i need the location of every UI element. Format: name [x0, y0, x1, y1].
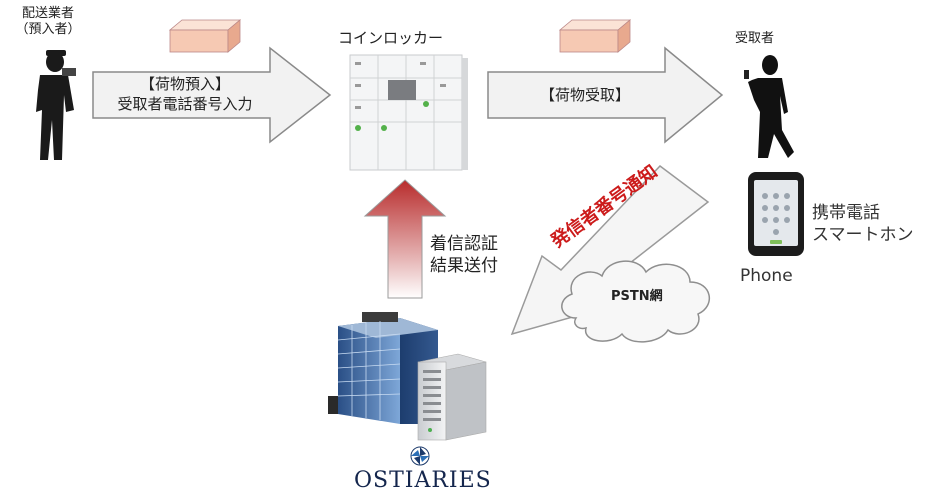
receive-arrow-label: 【荷物受取】 — [540, 86, 631, 104]
phone-line2: スマートホン — [812, 225, 914, 245]
notify-arrow — [510, 164, 710, 336]
delivery-person-icon — [36, 50, 76, 160]
auth-line1: 着信認証 — [430, 234, 498, 254]
coin-locker-icon — [349, 54, 468, 171]
package-icon-receive — [558, 19, 632, 53]
sender-title: 配送業者 — [21, 6, 74, 21]
auth-result-label: 着信認証 結果送付 — [430, 233, 498, 277]
phone-line1: 携帯電話 — [812, 203, 880, 223]
deposit-line2: 受取者電話番号入力 — [117, 95, 253, 113]
phone-caption: Phone — [740, 266, 793, 286]
auth-result-arrow — [363, 179, 447, 299]
auth-line2: 結果送付 — [430, 256, 498, 276]
pstn-cloud-icon — [561, 260, 711, 343]
company-name: OSTIARIES — [354, 468, 492, 493]
deposit-arrow — [92, 46, 332, 144]
pstn-label: PSTN網 — [611, 289, 663, 304]
deposit-arrow-label: 【荷物預入】 受取者電話番号入力 — [100, 74, 270, 114]
phone-label: 携帯電話 スマートホン — [812, 202, 914, 246]
server-tower-icon — [417, 353, 487, 441]
smartphone-icon — [748, 172, 804, 256]
receive-arrow — [487, 46, 724, 144]
sender-label: 配送業者 （預入者） — [6, 6, 90, 38]
package-icon-deposit — [168, 19, 242, 53]
sender-subtitle: （預入者） — [15, 22, 81, 37]
receiver-title: 受取者 — [735, 31, 775, 46]
receiver-person-icon — [744, 55, 794, 158]
locker-title: コインロッカー — [338, 29, 444, 47]
deposit-line1: 【荷物預入】 — [139, 75, 230, 93]
ostiaries-logo-icon — [410, 446, 430, 466]
